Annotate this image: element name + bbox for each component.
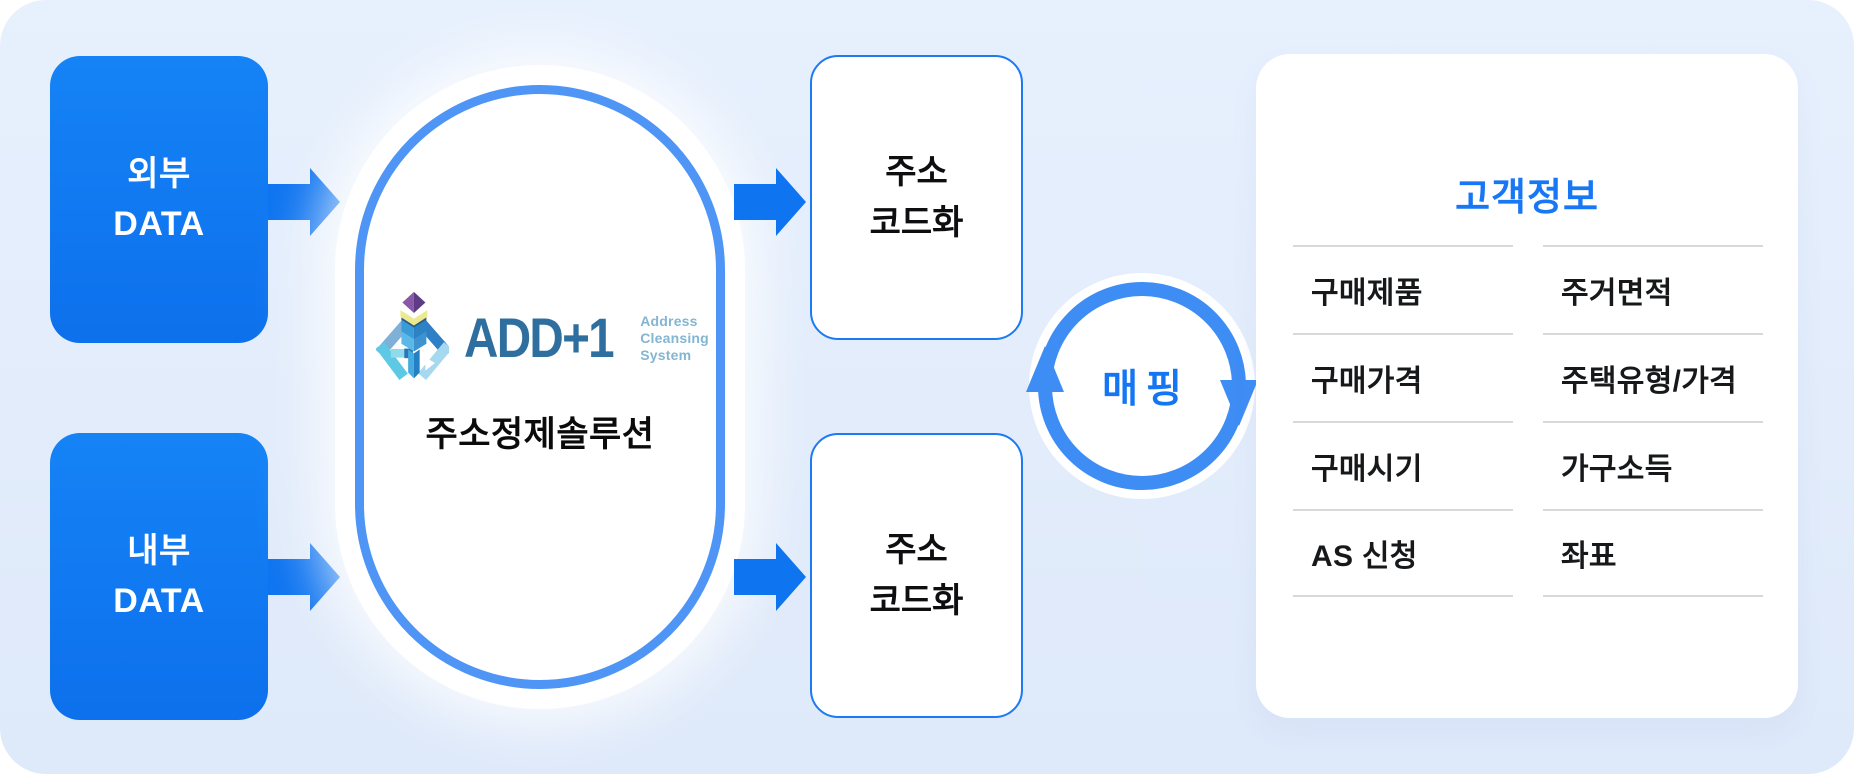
add1-logo-icon (375, 291, 450, 380)
add1-tagline: Address Cleansing System (640, 313, 709, 364)
tagline-line1: Address (640, 312, 698, 329)
codify-bottom-line2: 코드화 (869, 581, 964, 620)
internal-data-line2: DATA (113, 581, 205, 620)
list-item: 좌표 (1543, 509, 1763, 597)
list-item: 가구소득 (1543, 421, 1763, 509)
address-codify-box-bottom: 주소 코드화 (810, 433, 1023, 718)
arrow-internal-to-solution-icon (268, 543, 340, 611)
tagline-line3: System (640, 346, 692, 363)
internal-data-box: 내부 DATA (50, 433, 268, 720)
tagline-line2: Cleansing (640, 329, 709, 346)
add1-logo: ADD+1 Address Cleansing System (371, 290, 709, 386)
internal-data-line1: 내부 (127, 532, 191, 571)
address-cleansing-solution-oval: ADD+1 Address Cleansing System 주소정제솔루션 (355, 85, 725, 689)
list-item: AS 신청 (1293, 509, 1513, 597)
mapping-label: 매핑 (1102, 368, 1190, 411)
arrow-solution-to-codify-top-icon (734, 168, 806, 236)
list-item: 주거면적 (1543, 245, 1763, 333)
mapping-cycle-arrows-icon (1026, 273, 1258, 499)
arrow-external-to-solution-icon (268, 168, 340, 236)
codify-top-line1: 주소 (885, 152, 948, 191)
list-item: 주택유형/가격 (1543, 333, 1763, 421)
solution-label: 주소정제솔루션 (425, 415, 655, 454)
list-item: 구매가격 (1293, 333, 1513, 421)
list-item: 구매제품 (1293, 245, 1513, 333)
codify-top-line2: 코드화 (869, 203, 964, 242)
customer-info-title: 고객정보 (1455, 177, 1599, 219)
external-data-line2: DATA (113, 204, 205, 243)
external-data-box: 외부 DATA (50, 56, 268, 343)
external-data-line1: 외부 (127, 155, 191, 194)
add1-wordmark: ADD+1 (464, 306, 615, 369)
mapping-cycle: 매핑 (1022, 266, 1262, 506)
arrow-solution-to-codify-bottom-icon (734, 543, 806, 611)
address-codify-box-top: 주소 코드화 (810, 55, 1023, 340)
customer-info-list: 구매제품 구매가격 구매시기 AS 신청 주거면적 주택유형/가격 가구소득 좌… (1293, 245, 1763, 597)
codify-bottom-line1: 주소 (885, 530, 948, 569)
customer-info-card: 고객정보 구매제품 구매가격 구매시기 AS 신청 주거면적 주택유형/가격 가… (1256, 54, 1798, 718)
list-item: 구매시기 (1293, 421, 1513, 509)
